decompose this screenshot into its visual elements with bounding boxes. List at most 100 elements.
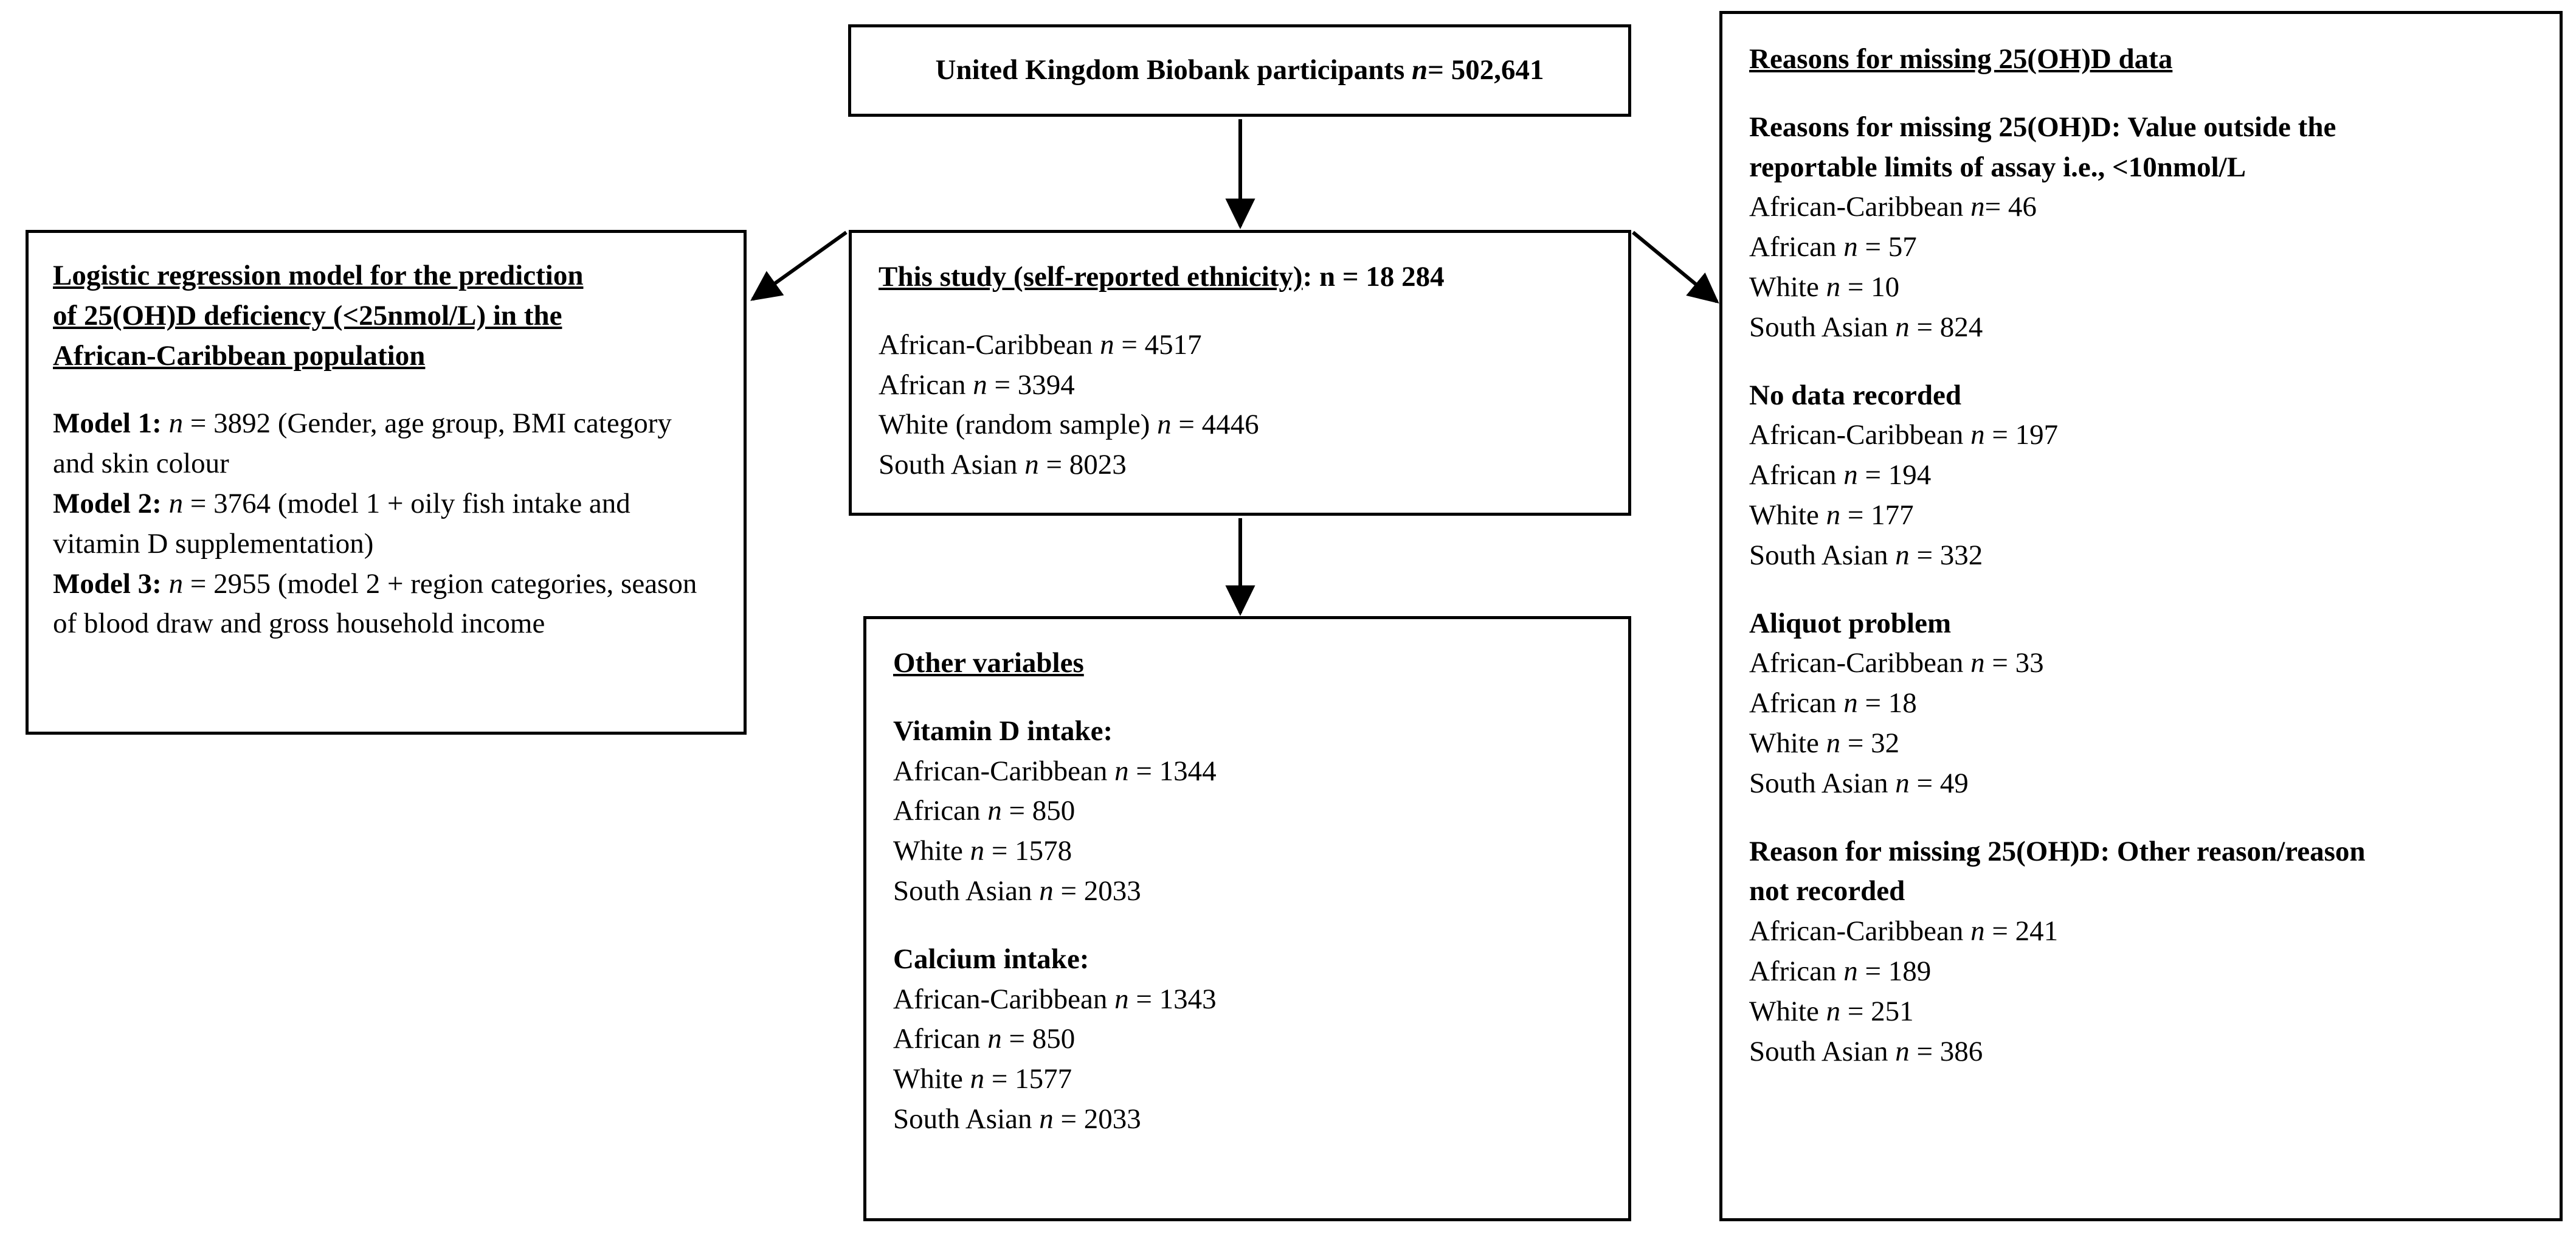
missing-g3-row-0-value: = 241 [1984,915,2059,948]
vitd-row-south-asian: South Asian n = 2033 [893,872,1601,912]
missing-g2-heading-line1: Aliquot problem [1749,607,1952,639]
ca-row-3-n: n [1039,1103,1054,1135]
study-row-1-value: = 3394 [987,369,1075,401]
study-rows: African-Caribbean n = 4517 African n = 3… [879,325,1601,485]
missing-g3-row-3-n: n [1895,1035,1910,1067]
model-2-text: = 3764 (model 1 + oily fish intake and v… [53,487,630,560]
vitd-row-african-caribbean: African-Caribbean n = 1344 [893,752,1601,792]
calcium-heading: Calcium intake: [893,943,1089,975]
missing-g2-row-white: White n = 32 [1749,724,2533,764]
missing-g1-row-2-n: n [1826,499,1841,531]
missing-g0-row-african-caribbean: African-Caribbean n= 46 [1749,187,2533,227]
missing-g2-row-3-n: n [1895,767,1910,799]
missing-g0-row-2-n: n [1826,271,1841,303]
missing-g1-row-2-value: = 177 [1840,499,1914,531]
missing-g0-row-3-label: South Asian [1749,311,1896,343]
study-title-count: : n = 18 284 [1302,261,1445,293]
missing-title: Reasons for missing 25(OH)D data [1749,43,2173,75]
ca-row-2-value: = 1577 [984,1063,1072,1095]
source-text-suffix: = 502,641 [1428,54,1544,86]
model-3: Model 3: n = 2955 (model 2 + region cate… [53,564,719,645]
study-row-2-label: White (random sample) [879,409,1158,441]
missing-g3-heading-line1: Reason for missing 25(OH)D: Other reason… [1749,835,2366,867]
missing-g2-row-2-n: n [1826,727,1841,759]
study-row-2-value: = 4446 [1171,409,1259,441]
missing-g0-row-0-value: = 46 [1984,191,2037,223]
missing-g2-row-0-label: African-Caribbean [1749,647,1971,679]
vitd-row-3-n: n [1039,875,1054,907]
study-title-underlined: This study (self-reported ethnicity) [879,261,1303,293]
missing-g2-row-south-asian: South Asian n = 49 [1749,764,2533,804]
model-2-label: Model 2: [53,487,162,519]
missing-g1-row-south-asian: South Asian n = 332 [1749,536,2533,576]
study-row-0-value: = 4517 [1114,328,1202,361]
vitd-row-1-n: n [987,795,1002,827]
missing-g1-row-0-value: = 197 [1984,419,2059,451]
missing-g0-row-3-n: n [1895,311,1910,343]
missing-g0-row-3-value: = 824 [1909,311,1983,343]
missing-group-no-data: No data recorded African-Caribbean n = 1… [1749,376,2533,576]
missing-g1-row-1-label: African [1749,459,1844,491]
study-row-african: African n = 3394 [879,366,1601,406]
study-row-1-n: n [973,369,987,401]
missing-g3-heading-line2: not recorded [1749,875,1905,907]
vitd-row-0-value: = 1344 [1128,755,1217,787]
missing-group-outside-limits: Reasons for missing 25(OH)D: Value outsi… [1749,108,2533,348]
missing-g3-row-african: African n = 189 [1749,952,2533,992]
missing-g2-row-0-n: n [1970,647,1985,679]
study-row-0-label: African-Caribbean [879,328,1100,361]
vitd-row-0-label: African-Caribbean [893,755,1115,787]
study-row-african-caribbean: African-Caribbean n = 4517 [879,325,1601,366]
vitd-row-1-label: African [893,795,988,827]
missing-g1-row-3-value: = 332 [1909,539,1983,571]
missing-g1-row-white: White n = 177 [1749,496,2533,536]
missing-g0-row-african: African n = 57 [1749,227,2533,268]
missing-g0-row-1-label: African [1749,231,1844,263]
missing-g1-row-0-n: n [1970,419,1985,451]
vitamin-d-heading: Vitamin D intake: [893,715,1113,747]
model-3-n: n [168,567,184,600]
missing-g1-row-1-value: = 194 [1857,459,1932,491]
ca-row-2-label: White [893,1063,970,1095]
missing-g2-row-2-value: = 32 [1840,727,1900,759]
other-group-vitamin-d: Vitamin D intake: African-Caribbean n = … [893,712,1601,912]
missing-g0-row-south-asian: South Asian n = 824 [1749,308,2533,348]
box-other-variables: Other variables Vitamin D intake: Africa… [863,616,1631,1221]
vitd-row-2-label: White [893,835,970,867]
ca-row-african-caribbean: African-Caribbean n = 1343 [893,980,1601,1020]
missing-g0-row-white: White n = 10 [1749,268,2533,308]
missing-g0-row-1-value: = 57 [1857,231,1917,263]
missing-g0-row-2-label: White [1749,271,1826,303]
other-variables-title: Other variables [893,647,1084,679]
model-1: Model 1: n = 3892 (Gender, age group, BM… [53,404,719,484]
missing-g2-row-african: African n = 18 [1749,684,2533,724]
model-title-line1: Logistic regression model for the predic… [53,260,584,291]
missing-g3-row-2-value: = 251 [1840,995,1914,1027]
model-2-n: n [168,487,184,519]
vitd-row-2-value: = 1578 [984,835,1072,867]
missing-g3-row-3-label: South Asian [1749,1035,1896,1067]
model-3-label: Model 3: [53,567,162,600]
source-label: United Kingdom Biobank participants n= 5… [868,50,1611,91]
ca-row-0-label: African-Caribbean [893,983,1115,1015]
missing-g2-row-0-value: = 33 [1984,647,2044,679]
study-row-1-label: African [879,369,973,401]
vitd-row-3-value: = 2033 [1053,875,1141,907]
missing-g2-row-1-label: African [1749,687,1844,719]
ca-row-0-value: = 1343 [1128,983,1217,1015]
missing-g1-row-1-n: n [1843,459,1858,491]
study-row-3-value: = 8023 [1038,449,1127,481]
model-title-line2: of 25(OH)D deficiency (<25nmol/L) in the [53,299,562,331]
ca-row-1-n: n [987,1023,1002,1055]
ca-row-1-label: African [893,1023,988,1055]
study-row-2-n: n [1157,409,1172,441]
arrow-study-to-model [750,231,848,301]
missing-g1-row-african: African n = 194 [1749,456,2533,496]
missing-g3-row-african-caribbean: African-Caribbean n = 241 [1749,912,2533,952]
missing-group-aliquot: Aliquot problem African-Caribbean n = 33… [1749,604,2533,804]
box-logistic-regression-model: Logistic regression model for the predic… [26,230,747,735]
ca-row-1-value: = 850 [1001,1023,1076,1055]
ca-row-2-n: n [970,1063,985,1095]
ca-row-3-label: South Asian [893,1103,1040,1135]
model-1-text: = 3892 (Gender, age group, BMI category … [53,407,672,480]
